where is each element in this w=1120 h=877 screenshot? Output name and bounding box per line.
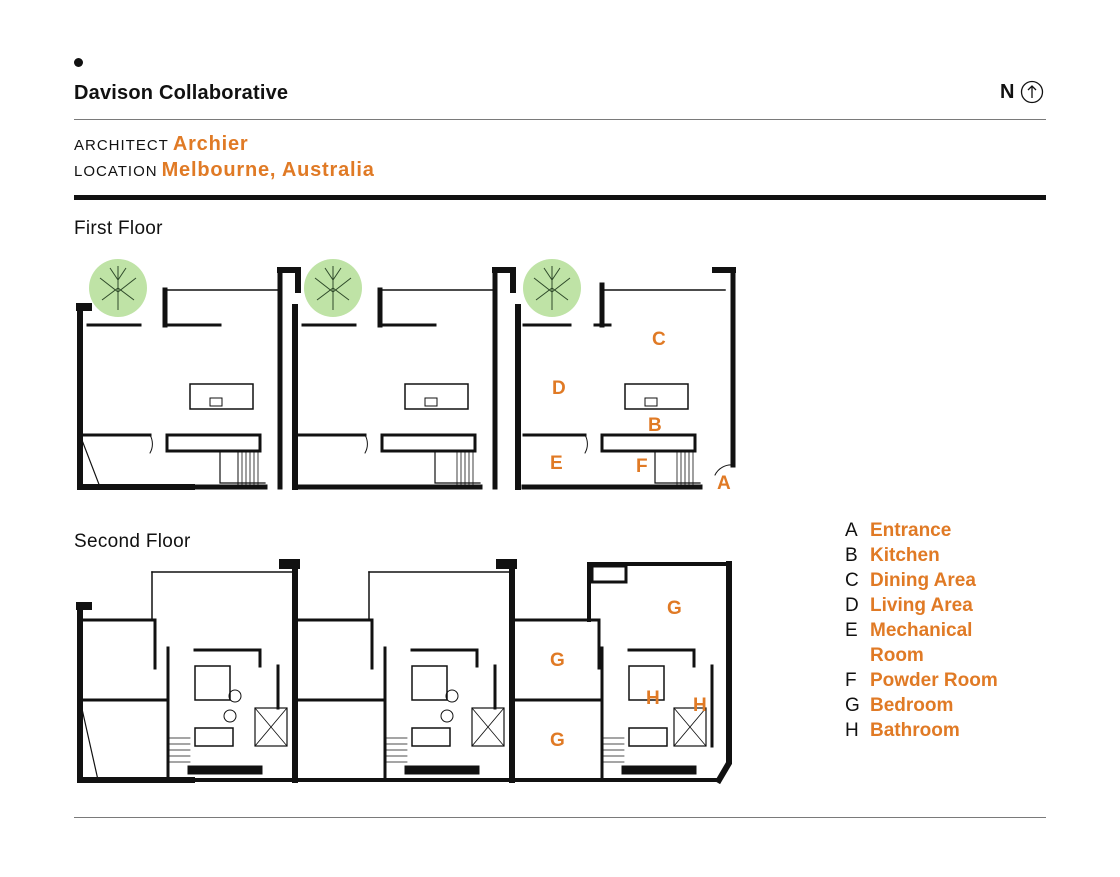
second-floor-unit-3 [512, 561, 732, 785]
label-b: B [648, 415, 662, 436]
label-d: D [552, 378, 566, 399]
label-c: C [652, 329, 666, 350]
first-floor-unit-3 [515, 267, 736, 490]
label-e: E [550, 453, 563, 474]
architect-value: Archier [172, 133, 249, 155]
tree-icon [523, 259, 581, 317]
header-divider [74, 119, 1046, 120]
footer-divider [74, 817, 1046, 818]
second-floor-unit-1 [76, 559, 300, 783]
tree-icons [89, 259, 581, 317]
architect-label: ARCHITECT [74, 137, 169, 154]
meta-divider [74, 195, 1046, 200]
header-dot [74, 58, 83, 67]
label-g-1: G [667, 598, 682, 619]
page-title: Davison Collaborative [74, 82, 289, 104]
first-floor-unit-1 [76, 267, 301, 490]
first-floor-title: First Floor [74, 218, 163, 239]
label-a: A [717, 473, 731, 494]
north-indicator: N [1000, 80, 1044, 104]
second-floor-unit-2 [295, 559, 517, 783]
location-value: Melbourne, Australia [161, 159, 375, 181]
location-label: LOCATION [74, 163, 158, 180]
label-g-2: G [550, 650, 565, 671]
second-floor-plan: G G G H H [76, 559, 732, 785]
north-label: N [1000, 80, 1015, 103]
first-floor-unit-2 [292, 267, 516, 490]
label-f: F [636, 456, 648, 477]
first-floor-plan: C D B E F A [76, 259, 736, 494]
tree-icon [304, 259, 362, 317]
label-h-1: H [646, 688, 660, 709]
tree-icon [89, 259, 147, 317]
label-h-2: H [693, 695, 707, 716]
north-arrow-icon [1021, 80, 1044, 104]
label-g-3: G [550, 730, 565, 751]
second-floor-title: Second Floor [74, 531, 191, 552]
